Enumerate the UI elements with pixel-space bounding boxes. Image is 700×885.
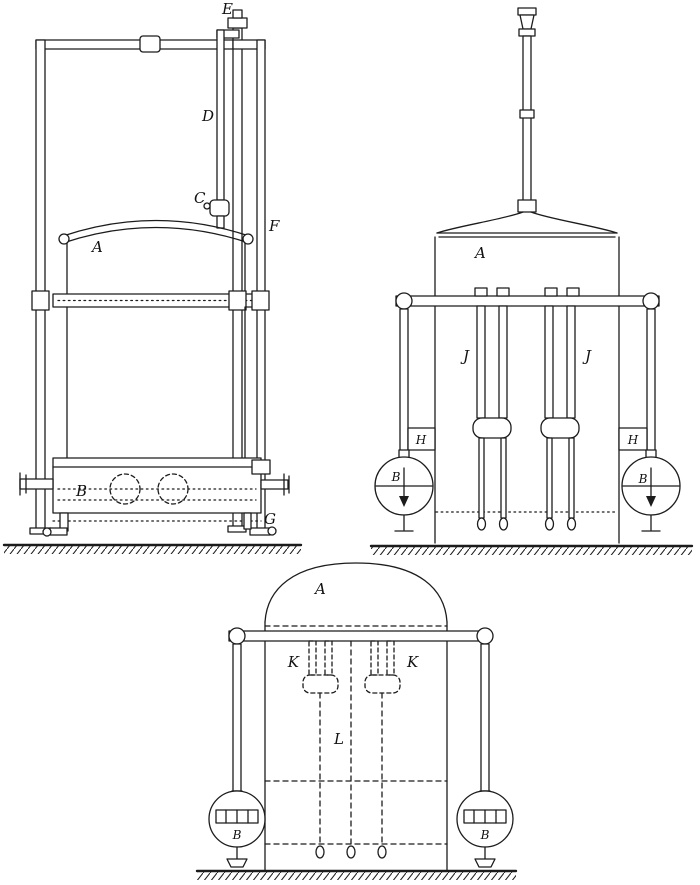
label-b-left: B [232, 828, 242, 842]
label-b-left: B [391, 470, 401, 484]
hidden-tubes-k-left [302, 640, 339, 859]
outlet-valve-g [243, 459, 290, 530]
dome-a [436, 211, 618, 238]
vessel-body [434, 236, 620, 544]
label-b-right: B [480, 828, 490, 842]
hidden-tube-l [346, 640, 356, 859]
condenser-pot-c [203, 199, 230, 229]
vent-fitting-e [227, 9, 248, 29]
label-f: F [268, 217, 280, 235]
trap-b-right [621, 449, 681, 532]
ground-line [195, 869, 518, 880]
label-h-left: H [415, 433, 427, 447]
label-l: L [333, 730, 344, 748]
stack-pipe [517, 7, 537, 213]
tube-assembly-j-right [540, 305, 580, 531]
outer-pipe-left [232, 643, 242, 792]
manifold-pipe [395, 287, 660, 310]
vessel-body [264, 621, 448, 872]
outer-pipe-left [399, 308, 409, 455]
inlet-nozzle-left [19, 472, 54, 496]
label-b-right: B [638, 472, 648, 486]
label-k-right: K [406, 653, 419, 671]
label-a: A [313, 580, 326, 598]
label-k-left: K [287, 653, 300, 671]
label-a: A [90, 238, 103, 256]
trap-b-left [374, 449, 434, 532]
trough-b [52, 457, 262, 522]
label-a: A [473, 244, 486, 262]
h-fitting-right [618, 427, 648, 451]
label-j-right: J [582, 347, 592, 365]
label-h-right: H [627, 433, 639, 447]
figure-end-elevation: A K K L B B [195, 562, 518, 880]
label-g: G [264, 510, 276, 528]
label-c: C [194, 189, 206, 207]
label-e: E [221, 0, 233, 18]
label-j-left: J [460, 347, 470, 365]
figure-side-elevation: E D C F A B G [2, 0, 303, 554]
frame-pipes [29, 27, 277, 536]
outer-pipe-right [480, 643, 490, 792]
dome-a [264, 562, 448, 627]
h-fitting-left [407, 427, 436, 451]
manifold-pipe [228, 627, 494, 645]
curved-cover-a [58, 219, 254, 295]
ground-line [2, 543, 303, 554]
ground-line [369, 544, 694, 555]
tube-assembly-j-left [472, 305, 512, 531]
leg-left [42, 512, 69, 537]
tank-walls [66, 306, 246, 459]
label-b: B [75, 482, 87, 500]
label-d: D [201, 107, 214, 125]
trap-b-left [208, 790, 266, 868]
figure-front-elevation: A J J H H B B [369, 7, 694, 555]
outer-pipe-right [646, 308, 656, 455]
flange-band [31, 290, 270, 311]
hidden-tubes-k-right [364, 640, 401, 859]
trap-b-right [456, 790, 514, 868]
